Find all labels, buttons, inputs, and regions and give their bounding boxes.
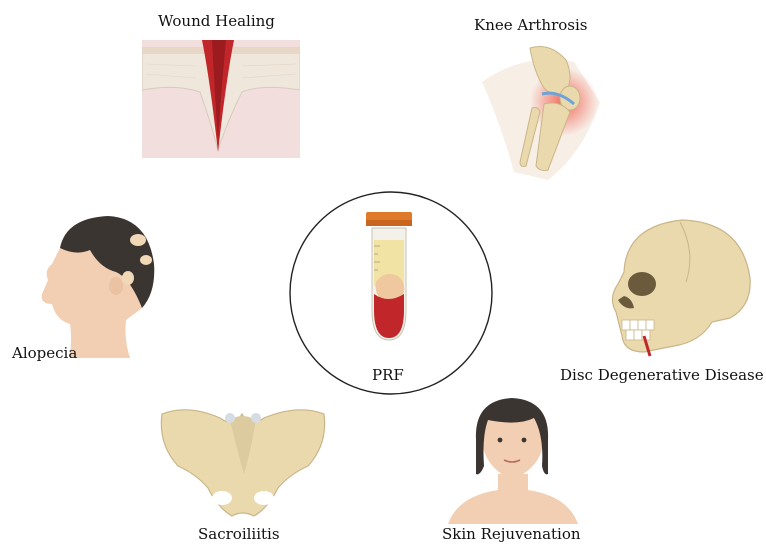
center-label: PRF	[372, 366, 404, 384]
skull-icon	[604, 212, 754, 362]
face-icon	[448, 396, 578, 524]
skin-rejuvenation-label: Skin Rejuvenation	[442, 525, 581, 543]
wound-healing-label: Wound Healing	[158, 12, 275, 30]
sacroiliitis-label: Sacroiliitis	[198, 525, 280, 543]
alopecia-label: Alopecia	[12, 344, 77, 362]
prf-tube-icon	[366, 212, 412, 340]
knee-arthrosis-label: Knee Arthrosis	[474, 16, 587, 34]
pelvis-icon	[158, 404, 328, 520]
knee-icon	[474, 42, 604, 182]
alopecia-head-icon	[30, 208, 160, 358]
disc-degenerative-disease-label: Disc Degenerative Disease	[560, 366, 764, 384]
wound-skin-icon	[142, 40, 300, 158]
